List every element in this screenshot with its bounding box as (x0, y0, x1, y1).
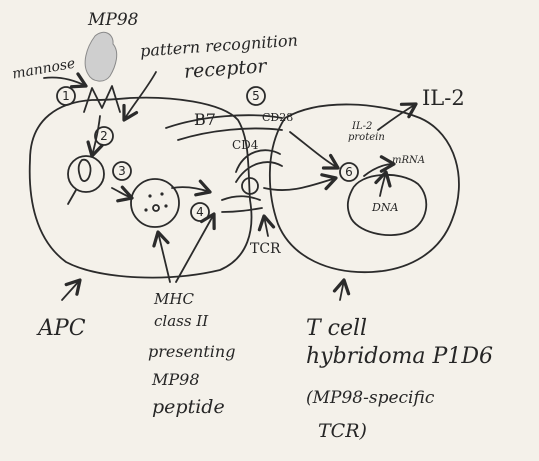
arrow-receptor-to-endosome (92, 116, 100, 156)
step-1: 1 (57, 87, 75, 105)
il2-protein-label-line2: protein (348, 133, 385, 143)
svg-text:5: 5 (252, 89, 260, 103)
peptide-dot (164, 204, 167, 207)
svg-text:2: 2 (100, 129, 108, 143)
nucleus-label: DNA (372, 202, 398, 213)
cd28-label: CD28 (262, 112, 293, 123)
endosome (68, 156, 104, 192)
mp98-particle (85, 32, 117, 81)
b7-label: B7 (194, 112, 216, 128)
step-6: 6 (340, 163, 358, 181)
peptide-dot (160, 192, 163, 195)
cd4-arc (236, 150, 282, 182)
arrow-tcr-label (264, 216, 268, 236)
arrow-tcr-to-signal (264, 178, 336, 190)
arrow-mhc-label (158, 232, 170, 282)
il2-label: IL-2 (422, 88, 465, 109)
tcell-label-line3: (MP98-specific (306, 390, 434, 407)
mhc-label-line3: presenting (148, 344, 235, 360)
peptide-dot (153, 205, 159, 211)
arrow-mannose-to-receptor (44, 77, 86, 86)
mhc-label-line1: MHC (154, 292, 194, 307)
step-3: 3 (113, 162, 131, 180)
mp98-label: MP98 (88, 12, 138, 29)
mhc-tcr-bridge (222, 196, 262, 212)
tcell-label-line2: hybridoma P1D6 (306, 346, 493, 368)
svg-text:6: 6 (345, 165, 353, 179)
step-4: 4 (191, 203, 209, 221)
arrow-endosome-to-compartment (112, 188, 132, 198)
arrow-tcell-label (340, 280, 344, 300)
arrow-cd28-to-signal (290, 132, 338, 168)
tcell-label-line4: TCR) (318, 422, 367, 441)
arrow-compartment-to-surface (172, 187, 210, 192)
peptide-dot (144, 208, 147, 211)
il2-protein-label-line1: IL-2 (352, 122, 372, 132)
mhc-loading-compartment (131, 179, 179, 227)
arrow-receptor-to-prr-label (124, 72, 156, 120)
step-2: 2 (95, 127, 113, 145)
mhc-label-line2: class II (154, 314, 208, 329)
mhc-label-line4: MP98 (152, 372, 200, 388)
arrow-apc-label (62, 280, 80, 300)
apc-label: APC (38, 318, 86, 340)
tcr-label: TCR (250, 242, 281, 256)
svg-text:1: 1 (62, 89, 70, 103)
svg-text:4: 4 (196, 205, 204, 219)
mrna-label: mRNA (392, 156, 425, 166)
svg-text:3: 3 (118, 164, 126, 178)
mhc-label-line5: peptide (152, 398, 225, 417)
internalized-particle (79, 160, 91, 181)
peptide-dot (148, 194, 151, 197)
cd4-label: CD4 (232, 139, 258, 151)
step-5: 5 (247, 87, 265, 105)
tcell-label-line1: T cell (306, 318, 367, 340)
endosome-stalk (68, 190, 76, 204)
apc-cell (30, 98, 252, 278)
